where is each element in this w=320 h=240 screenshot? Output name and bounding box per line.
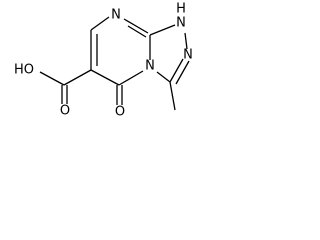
- bond-n4-c5: [118, 70, 144, 86]
- atom-label-carbonyl-oxygen: O: [60, 104, 70, 119]
- molecule-structure: N N H N N O O HO: [14, 2, 193, 120]
- bond-n8-c8a: [123, 18, 149, 34]
- atom-label-n1-hydrogen: H: [176, 2, 186, 17]
- atom-label-hydroxyl: HO: [14, 63, 34, 78]
- atom-label-n8: N: [111, 8, 121, 23]
- bond-c3-n4: [156, 71, 171, 83]
- bond-c7-n8: [90, 16, 110, 31]
- atom-label-n2: N: [183, 48, 193, 63]
- bond-c6-cooh: [63, 69, 92, 86]
- bond-n2-c3-inner: [175, 60, 190, 85]
- atom-label-oxo-oxygen: O: [115, 105, 125, 120]
- bond-n8-c8a-inner: [127, 25, 147, 38]
- bond-n2-c3: [169, 58, 184, 83]
- bond-c3-methyl: [169, 81, 176, 111]
- atom-label-n4: N: [145, 59, 155, 74]
- bond-c5-c6: [90, 69, 120, 86]
- bond-cooh-hydroxyl: [39, 71, 65, 86]
- bond-n1-n2: [184, 32, 188, 50]
- atom-label-n1: N: [176, 16, 186, 31]
- bond-c8a-n1: [149, 24, 176, 36]
